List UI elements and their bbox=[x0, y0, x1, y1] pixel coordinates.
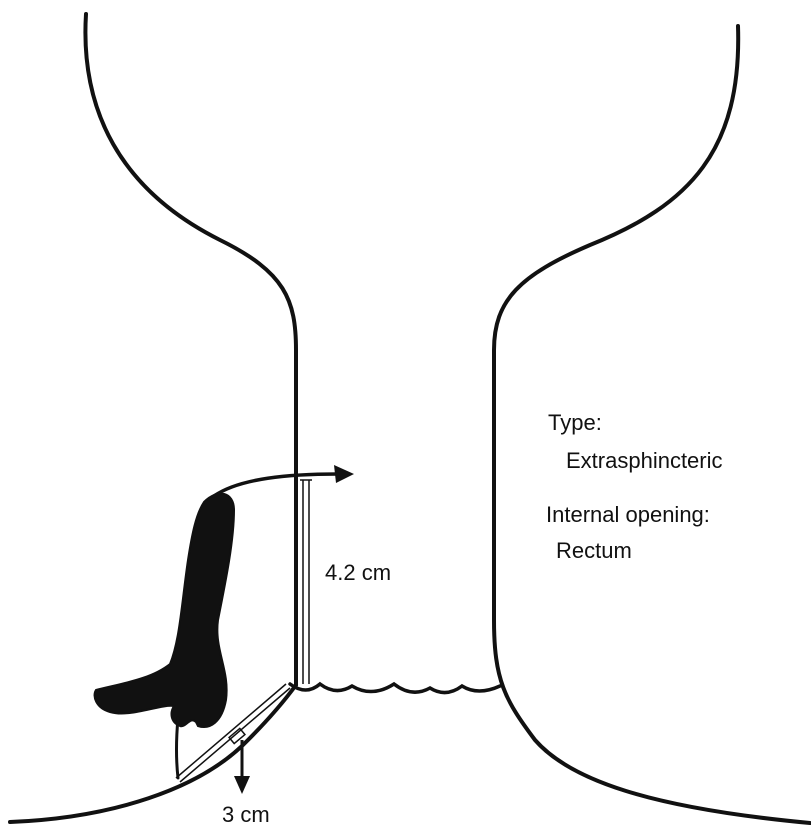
opening-heading: Internal opening: bbox=[546, 502, 710, 527]
fistula-tract bbox=[95, 494, 234, 727]
height-measure-label: 4.2 cm bbox=[325, 560, 391, 585]
skin-tract bbox=[177, 718, 179, 778]
type-value: Extrasphincteric bbox=[566, 448, 723, 473]
internal-opening-arrowhead bbox=[334, 465, 354, 483]
opening-value: Rectum bbox=[556, 538, 632, 563]
dentate-line bbox=[290, 684, 500, 693]
type-heading: Type: bbox=[548, 410, 602, 435]
internal-opening-tract bbox=[214, 474, 338, 496]
right-canal-wall bbox=[494, 26, 810, 823]
depth-measure-label: 3 cm bbox=[222, 802, 270, 826]
depth-arrowhead bbox=[234, 776, 250, 794]
